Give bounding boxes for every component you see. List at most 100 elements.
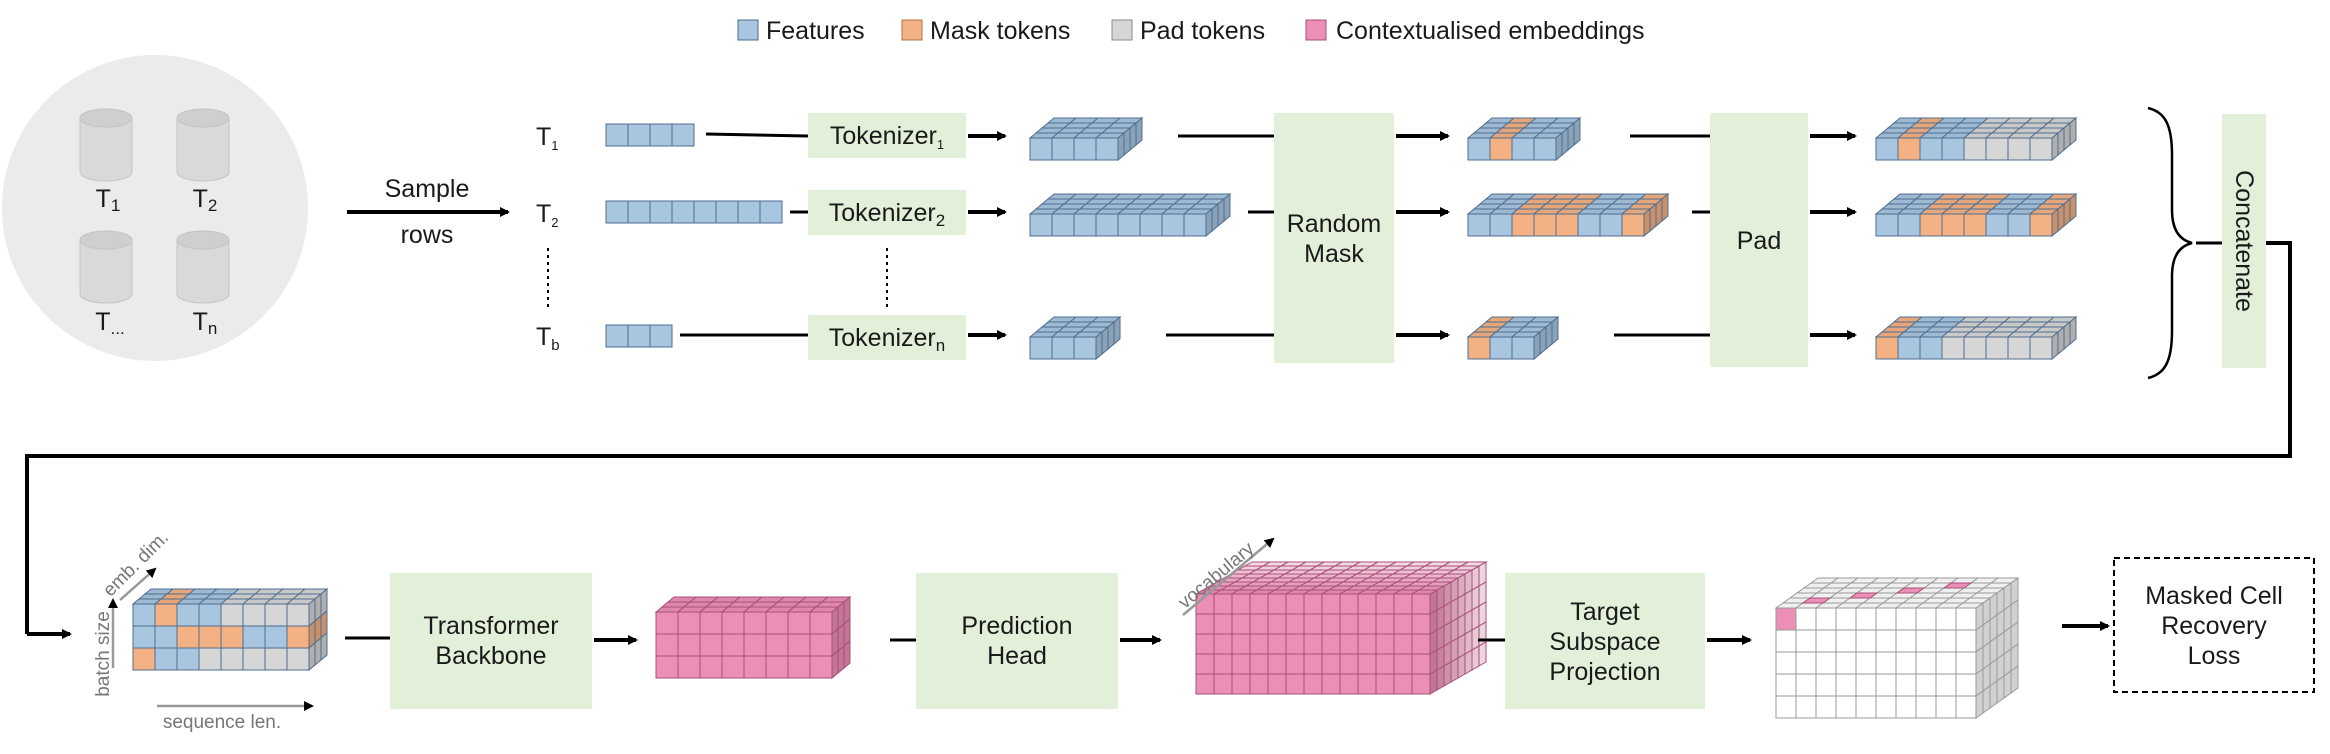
tensor-front-cell bbox=[1303, 593, 1323, 615]
tensor-front-cell bbox=[286, 625, 310, 649]
tensor-front-cell bbox=[1577, 213, 1601, 237]
tensor-front-cell bbox=[1339, 613, 1359, 635]
tensor-front-cell bbox=[176, 625, 200, 649]
database-top bbox=[176, 108, 230, 128]
padded-tensor-n bbox=[1874, 315, 2078, 361]
tensor-front-cell bbox=[1285, 613, 1305, 635]
loss-block: Masked Cell Recovery Loss bbox=[2113, 557, 2315, 693]
tensor-front-cell bbox=[1915, 607, 1937, 631]
tensor-front-cell bbox=[1303, 653, 1323, 675]
tensor-front-cell bbox=[1555, 213, 1579, 237]
tensor-side-cell bbox=[314, 636, 322, 667]
tensor-front-cell bbox=[286, 603, 310, 627]
tensor-front-cell bbox=[1375, 673, 1395, 695]
tensor-front-cell bbox=[1195, 673, 1215, 695]
tensor-front-cell bbox=[1795, 695, 1817, 719]
tensor-front-cell bbox=[743, 633, 767, 657]
tensor-side-cell bbox=[2057, 325, 2065, 356]
row-tokens-t1 bbox=[605, 123, 695, 147]
tensor-front-cell bbox=[787, 633, 811, 657]
tensor-front-cell bbox=[765, 611, 789, 635]
row-tokens-tb bbox=[605, 324, 673, 348]
tensor-front-cell bbox=[1249, 633, 1269, 655]
tensor-front-cell bbox=[2007, 213, 2031, 237]
database-circle bbox=[2, 55, 308, 361]
tensor-side-cell bbox=[1223, 192, 1231, 223]
tensor-side-cell bbox=[1561, 126, 1569, 157]
legend-label-features: Features bbox=[766, 17, 865, 45]
tensor-front-cell bbox=[1835, 695, 1857, 719]
tensor-front-cell bbox=[1875, 336, 1899, 360]
tensor-front-cell bbox=[1935, 695, 1957, 719]
tokenizer-1-label: Tokenizer1 bbox=[830, 122, 944, 152]
tensor-front-cell bbox=[2007, 137, 2031, 161]
tensor-side-cell bbox=[1436, 665, 1445, 691]
tensor-front-cell bbox=[743, 655, 767, 679]
target-highlight-cell bbox=[1942, 582, 1973, 589]
tensor-front-cell bbox=[1855, 607, 1877, 631]
tensor-front-cell bbox=[198, 603, 222, 627]
tensor-front-cell bbox=[264, 625, 288, 649]
tensor-front-cell bbox=[1213, 593, 1233, 615]
tensor-front-cell bbox=[699, 611, 723, 635]
tensor-front-cell bbox=[1267, 593, 1287, 615]
masked-tensor-2 bbox=[1466, 192, 1670, 238]
legend-item-features: Features bbox=[737, 17, 865, 45]
tensor-front-cell bbox=[1195, 633, 1215, 655]
tensor-side-cell bbox=[1655, 197, 1663, 228]
tensor-side-cell bbox=[1117, 131, 1125, 162]
transformer-label-line1: Transformer bbox=[423, 612, 558, 640]
tensor-side-cell bbox=[1443, 661, 1452, 687]
database-body bbox=[79, 117, 133, 182]
tensor-front-cell bbox=[198, 625, 222, 649]
batch-size-axis-label: batch size bbox=[93, 611, 114, 697]
tensor-side-cell bbox=[2063, 320, 2071, 351]
tensor-front-cell bbox=[1489, 137, 1513, 161]
masked-tensor-n bbox=[1466, 315, 1560, 361]
prediction-label-line1: Prediction bbox=[961, 612, 1072, 640]
tensor-front-cell bbox=[1357, 593, 1377, 615]
tensor-front-cell bbox=[1815, 651, 1837, 675]
tensor-front-cell bbox=[1285, 673, 1305, 695]
tensor-front-cell bbox=[1835, 607, 1857, 631]
tensor-front-cell bbox=[655, 633, 679, 657]
target-label-line1: Target bbox=[1570, 598, 1640, 626]
tensor-front-cell bbox=[1321, 633, 1341, 655]
table-collection: T1 T2 T... Tn bbox=[2, 55, 308, 361]
tensor-front-cell bbox=[1073, 137, 1097, 161]
tensor-front-cell bbox=[1815, 607, 1837, 631]
row-token-cell bbox=[671, 123, 695, 147]
tensor-front-cell bbox=[1895, 629, 1917, 653]
database-icon-t2 bbox=[176, 108, 230, 182]
tensor-front-cell bbox=[1161, 213, 1185, 237]
tensor-front-cell bbox=[1231, 673, 1251, 695]
table-label-tdots: T... bbox=[95, 308, 124, 338]
tensor-front-cell bbox=[264, 647, 288, 671]
tensor-front-cell bbox=[1855, 695, 1877, 719]
loss-box bbox=[2113, 557, 2315, 693]
tensor-front-cell bbox=[787, 611, 811, 635]
legend-item-pad-tokens: Pad tokens bbox=[1111, 17, 1265, 45]
prediction-box bbox=[916, 573, 1118, 709]
tensor-front-cell bbox=[1963, 213, 1987, 237]
tensor-front-cell bbox=[1073, 336, 1097, 360]
row-tokens-t2 bbox=[605, 200, 783, 224]
tensor-front-cell bbox=[1875, 673, 1897, 697]
batch-tensor bbox=[131, 587, 329, 672]
tensor-front-cell bbox=[809, 655, 833, 679]
tensor-front-cell bbox=[1231, 593, 1251, 615]
tensor-front-cell bbox=[1489, 213, 1513, 237]
tokenizer-n-box bbox=[808, 315, 966, 360]
tensor-side-cell bbox=[843, 639, 851, 670]
concat-to-batch-connector bbox=[25, 241, 2292, 634]
tensor-side-cell bbox=[2051, 330, 2059, 361]
tensor-front-cell bbox=[1321, 653, 1341, 675]
tokenized-tensor-1 bbox=[1028, 116, 1144, 162]
tensor-side-cell bbox=[1567, 121, 1575, 152]
tensor-front-cell bbox=[1267, 633, 1287, 655]
tensor-front-cell bbox=[1285, 653, 1305, 675]
loss-label-line1: Masked Cell bbox=[2145, 582, 2283, 610]
row-label-t1: T1 bbox=[536, 123, 559, 153]
tensor-front-cell bbox=[1467, 336, 1491, 360]
database-top bbox=[176, 230, 230, 250]
